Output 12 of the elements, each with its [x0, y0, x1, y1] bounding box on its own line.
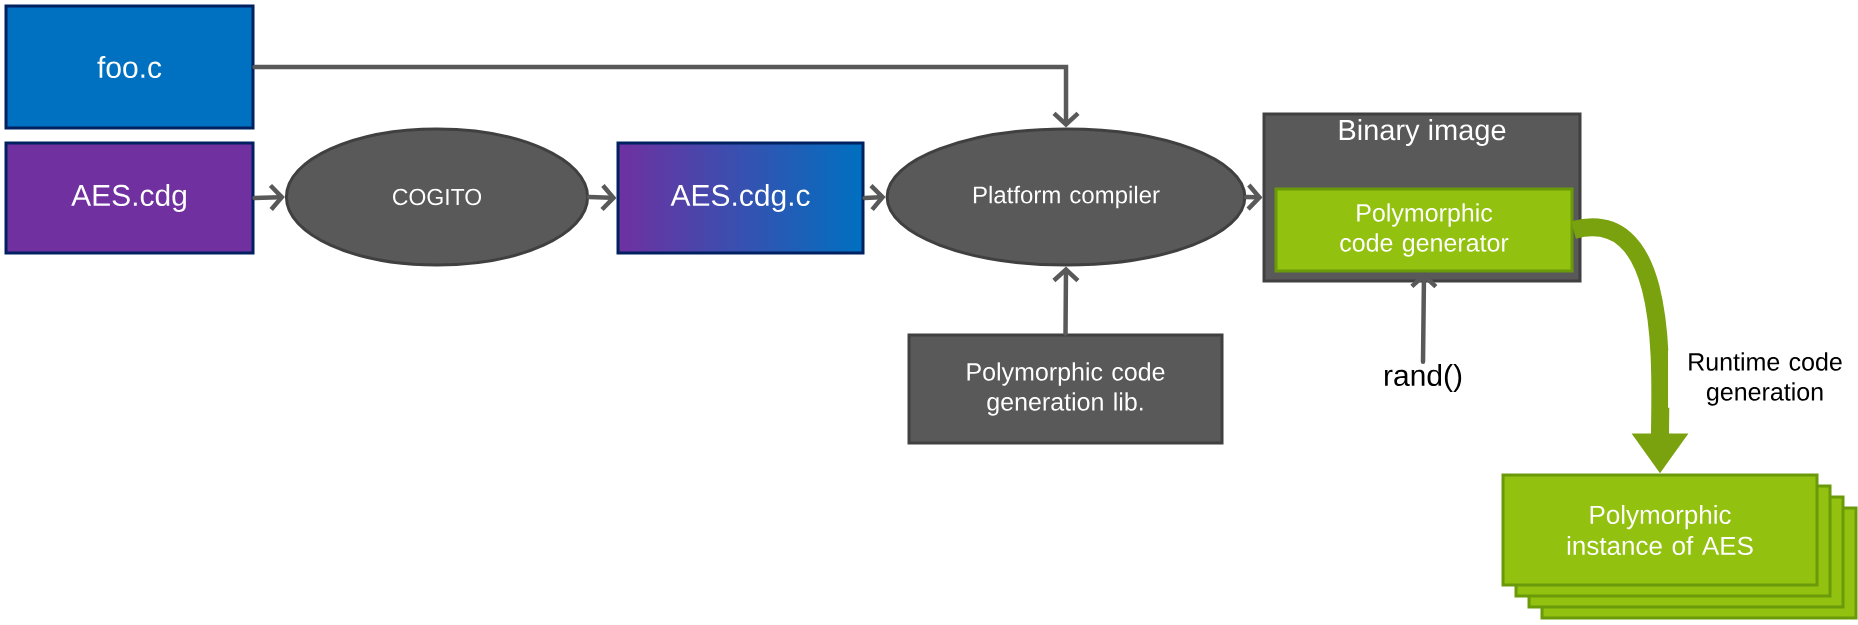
- function-label: rand(): [1385, 364, 1462, 392]
- file-box: AES.cdg.c: [616, 141, 865, 255]
- file-box: foo.c: [4, 4, 255, 130]
- instance-box: Polymorphic instance of AES: [1501, 473, 1858, 620]
- arrow: [252, 64, 1080, 128]
- file-box: AES.cdg: [4, 141, 255, 255]
- edge-label: Runtime code generation: [1668, 350, 1858, 408]
- library-box: Polymorphic code generation lib.: [907, 333, 1224, 445]
- generator-box: Polymorphic code generator: [1274, 187, 1574, 273]
- arrow: [1410, 272, 1438, 365]
- arrow: [1052, 266, 1080, 336]
- arrow: [252, 183, 285, 211]
